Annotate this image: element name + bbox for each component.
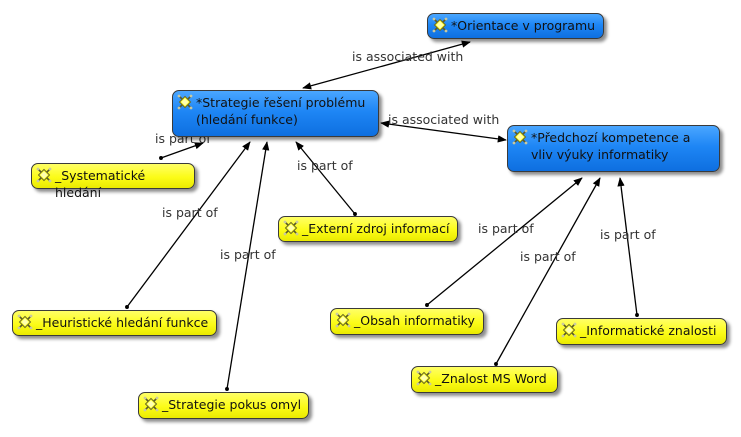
link-label: is part of xyxy=(600,227,656,242)
concept-cluster-icon xyxy=(36,167,52,183)
concept-cluster-icon xyxy=(335,312,351,328)
link-word-predchozi[interactable] xyxy=(494,177,601,366)
node-label: _Externí zdroj informací xyxy=(302,221,450,236)
link-label: is part of xyxy=(520,249,576,264)
link-label: is associated with xyxy=(388,112,500,127)
concept-cluster-icon xyxy=(17,314,33,330)
link-label: is part of xyxy=(297,158,353,173)
node-znalost-ms-word[interactable]: _Znalost MS Word xyxy=(411,366,558,393)
concept-cluster-icon xyxy=(143,396,159,412)
node-label: *Strategie řešení problému (hledání funk… xyxy=(196,95,366,127)
concept-cluster-icon xyxy=(561,322,577,338)
node-label: _Informatické znalosti xyxy=(580,323,717,338)
link-strategie-orientace[interactable] xyxy=(302,40,471,90)
node-systematicke-hledani[interactable]: _Systematické hledání xyxy=(31,163,195,200)
link-label: is part of xyxy=(162,205,218,220)
link-label: is part of xyxy=(478,221,534,236)
concept-cluster-icon xyxy=(177,94,193,110)
concept-cluster-icon xyxy=(416,370,432,386)
node-obsah-informatiky[interactable]: _Obsah informatiky xyxy=(330,308,484,335)
node-label: _Strategie pokus omyl xyxy=(162,397,302,412)
node-heuristicke-hledani-funkce[interactable]: _Heuristické hledání funkce xyxy=(12,310,217,336)
node-externi-zdroj-informaci[interactable]: _Externí zdroj informací xyxy=(278,216,458,242)
node-orientace-v-programu[interactable]: *Orientace v programu xyxy=(427,13,604,39)
concept-cluster-icon xyxy=(432,17,448,33)
node-strategie-reseni-problemu[interactable]: *Strategie řešení problému (hledání funk… xyxy=(172,90,379,137)
node-label: _Heuristické hledání funkce xyxy=(36,315,209,330)
node-label: _Znalost MS Word xyxy=(435,371,547,386)
link-pokus-strategie[interactable] xyxy=(225,141,270,391)
node-label: *Orientace v programu xyxy=(451,18,596,33)
node-predchozi-kompetence[interactable]: *Předchozí kompetence a vliv výuky infor… xyxy=(507,125,720,172)
link-label: is associated with xyxy=(352,49,464,64)
link-externi-strategie[interactable] xyxy=(295,141,357,216)
concept-cluster-icon xyxy=(512,129,528,145)
node-informaticke-znalosti[interactable]: _Informatické znalosti xyxy=(556,318,727,345)
node-label: *Předchozí kompetence a vliv výuky infor… xyxy=(531,130,691,162)
node-label: _Systematické hledání xyxy=(55,168,146,200)
node-strategie-pokus-omyl[interactable]: _Strategie pokus omyl xyxy=(138,392,309,419)
link-label: is part of xyxy=(220,247,276,262)
link-znalosti-predchozi[interactable] xyxy=(617,177,639,317)
link-strategie-predchozi[interactable] xyxy=(380,120,507,143)
node-label: _Obsah informatiky xyxy=(354,313,475,328)
concept-cluster-icon xyxy=(283,220,299,236)
